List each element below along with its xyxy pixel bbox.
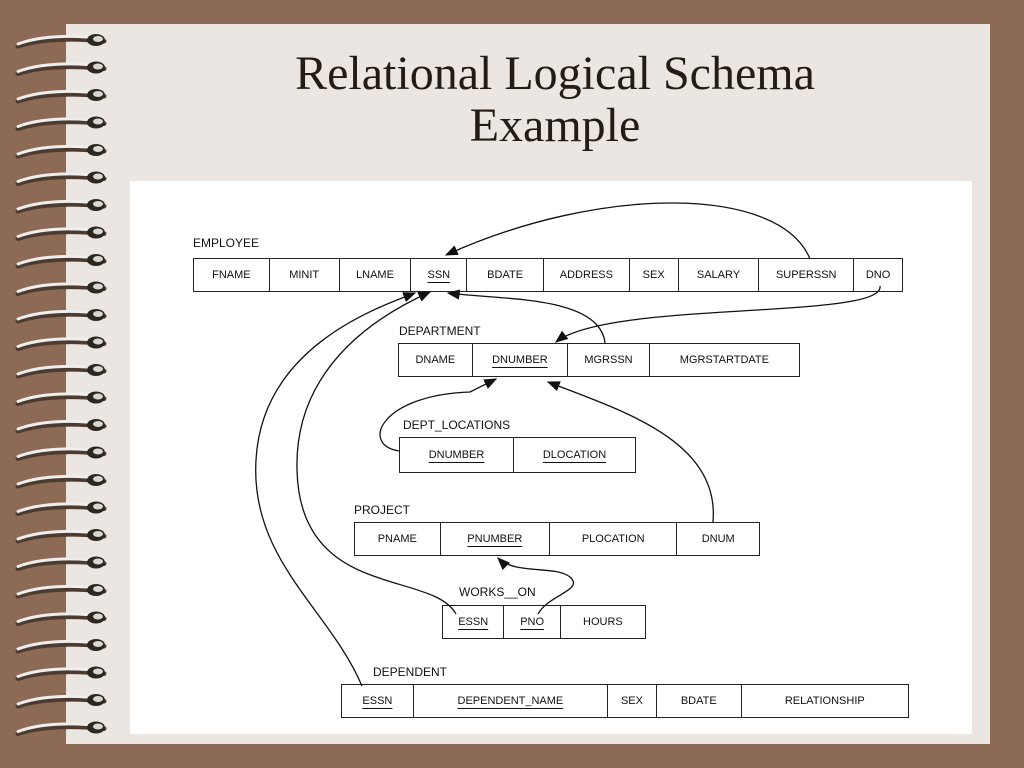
dependent-name-cell: DEPENDENT_NAME (414, 685, 609, 717)
employee-superssn-cell: SUPERSSN (759, 259, 855, 291)
spiral-coil (15, 199, 107, 214)
dependent-table: ESSN DEPENDENT_NAME SEX BDATE RELATIONSH… (341, 684, 909, 718)
employee-lname-cell: LNAME (340, 259, 412, 291)
title-line-2: Example (469, 99, 641, 152)
spiral-coil (15, 89, 107, 104)
title-line-1: Relational Logical Schema (295, 47, 815, 100)
project-pnumber-cell: PNUMBER (441, 523, 551, 555)
spiral-coil (15, 639, 107, 654)
dept-locations-dlocation-cell: DLOCATION (542, 449, 607, 461)
department-mgrssn-cell: MGRSSN (568, 344, 650, 376)
spiral-coil (15, 254, 107, 269)
spiral-coil (15, 446, 107, 461)
spiral-coil (15, 666, 107, 681)
spiral-coil (15, 226, 107, 241)
spiral-binding (15, 34, 107, 736)
department-relation-name: DEPARTMENT (399, 324, 481, 338)
project-pname-cell: PNAME (355, 523, 441, 555)
spiral-coil (15, 611, 107, 626)
spiral-coil (15, 529, 107, 544)
dept-locations-relation-name: DEPT_LOCATIONS (403, 418, 511, 432)
employee-fname-cell: FNAME (194, 259, 270, 291)
employee-dno-cell: DNO (865, 269, 891, 281)
spiral-coil (15, 144, 107, 159)
spiral-coil (15, 61, 107, 76)
spiral-coil (15, 309, 107, 324)
project-dnum-cell: DNUM (701, 533, 735, 545)
spiral-coil (15, 694, 107, 709)
employee-relation-name: EMPLOYEE (193, 236, 260, 250)
spiral-coil (15, 34, 107, 49)
department-table: DNAME DNUMBER MGRSSN MGRSTARTDATE (398, 343, 800, 377)
department-mgrstartdate-cell: MGRSTARTDATE (679, 354, 769, 366)
employee-table: FNAME MINIT LNAME SSN BDATE ADDRESS SEX … (193, 258, 903, 292)
spiral-coil (15, 364, 107, 379)
spiral-coil (15, 281, 107, 296)
spiral-coil (15, 171, 107, 186)
works-on-hours-cell: HOURS (583, 616, 623, 628)
works-on-table: ESSN PNO HOURS (442, 605, 646, 639)
works-on-pno-cell: PNO (504, 606, 561, 638)
spiral-coil (15, 391, 107, 406)
dependent-essn-cell: ESSN (342, 685, 414, 717)
project-relation-name: PROJECT (354, 503, 411, 517)
employee-minit-cell: MINIT (270, 259, 340, 291)
spiral-coil (15, 116, 107, 131)
dependent-relationship-cell: RELATIONSHIP (784, 695, 865, 707)
dependent-relation-name: DEPENDENT (373, 665, 448, 679)
dept-locations-dnumber-cell: DNUMBER (400, 438, 515, 472)
employee-bdate-cell: BDATE (467, 259, 544, 291)
spiral-coil (15, 584, 107, 599)
employee-sex-cell: SEX (630, 259, 679, 291)
department-dname-cell: DNAME (399, 344, 473, 376)
spiral-coil (15, 419, 107, 434)
project-table: PNAME PNUMBER PLOCATION DNUM (354, 522, 760, 556)
department-dnumber-cell: DNUMBER (473, 344, 569, 376)
dept-locations-table: DNUMBER DLOCATION (399, 437, 636, 473)
employee-ssn-cell: SSN (411, 259, 468, 291)
spiral-coil (15, 556, 107, 571)
spiral-coil (15, 721, 107, 736)
dependent-sex-cell: SEX (608, 685, 657, 717)
project-plocation-cell: PLOCATION (550, 523, 678, 555)
slide-title: Relational Logical Schema Example (250, 48, 860, 152)
spiral-coil (15, 501, 107, 516)
dependent-bdate-cell: BDATE (657, 685, 742, 717)
employee-address-cell: ADDRESS (544, 259, 630, 291)
spiral-coil (15, 336, 107, 351)
works-on-relation-name: WORKS__ON (459, 585, 536, 599)
works-on-essn-cell: ESSN (443, 606, 505, 638)
employee-salary-cell: SALARY (679, 259, 760, 291)
spiral-coil (15, 474, 107, 489)
